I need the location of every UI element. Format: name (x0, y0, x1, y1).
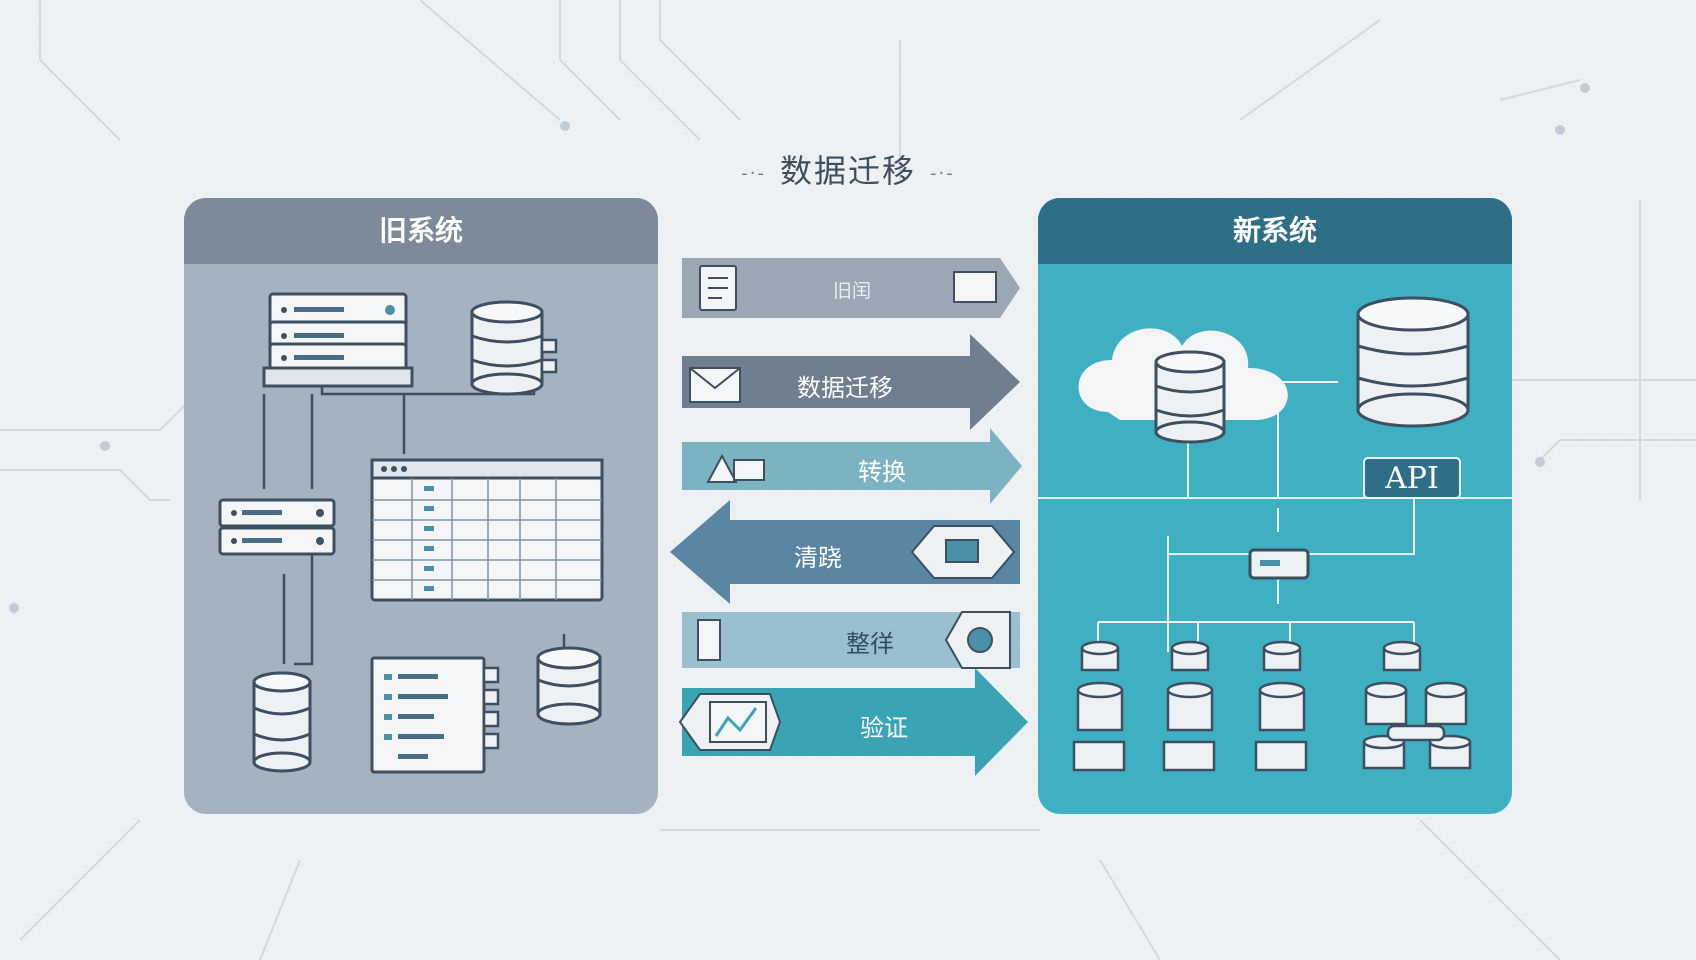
document-list-icon (370, 656, 500, 774)
server-icon (1248, 548, 1310, 580)
flow-arrows (670, 258, 1028, 776)
diagram-title: -·- 数据迁移 -·- (0, 146, 1696, 192)
server-rack-icon (262, 292, 414, 388)
flow-step-4-label: 清跷 (794, 544, 842, 572)
flow-arrow-2 (682, 334, 1020, 430)
new-system-title: 新系统 (1038, 198, 1512, 264)
flow-arrow-3 (682, 428, 1022, 504)
flow-step-3-label: 转换 (858, 458, 906, 486)
transform-icon (706, 453, 765, 483)
flow-step-6-label: 验证 (860, 714, 908, 742)
server-icon (218, 498, 336, 556)
diagram-title-text: 数据迁移 (779, 152, 916, 190)
database-icon (470, 300, 558, 396)
title-dash-left: -·- (741, 162, 766, 184)
document-icon (699, 265, 997, 311)
flow-step-2-label: 数据迁移 (797, 374, 893, 402)
flow-arrow-4 (670, 500, 1020, 604)
new-system-panel: 新系统 (1038, 198, 1512, 814)
cloud-icon (1078, 328, 1288, 444)
database-hex-icon (910, 525, 1016, 579)
database-icon (536, 646, 602, 726)
old-system-body (184, 264, 658, 814)
chart-icon (678, 693, 782, 751)
old-system-diagram (218, 292, 604, 774)
old-system-title: 旧系统 (184, 198, 658, 264)
old-system-panel: 旧系统 (184, 198, 658, 814)
spreadsheet-icon (370, 458, 604, 602)
new-system-body: API (1038, 264, 1512, 814)
title-dash-right: -·- (930, 162, 955, 184)
database-cluster (1072, 640, 1472, 772)
flow-arrow-1 (682, 258, 1020, 318)
new-system-diagram: API (1038, 296, 1512, 772)
migration-flow: 旧闰 数据迁移 转换 清跷 整徉 验证 (670, 250, 1030, 790)
flow-step-5-label: 整徉 (846, 630, 894, 658)
database-icon (252, 671, 312, 773)
envelope-icon (689, 367, 741, 403)
api-badge: API (1363, 457, 1461, 499)
gear-icon (697, 611, 1011, 669)
flow-step-1-label: 旧闰 (832, 280, 871, 302)
api-label: API (1384, 461, 1439, 496)
database-icon (1356, 296, 1470, 428)
flow-arrow-5 (682, 612, 1020, 668)
